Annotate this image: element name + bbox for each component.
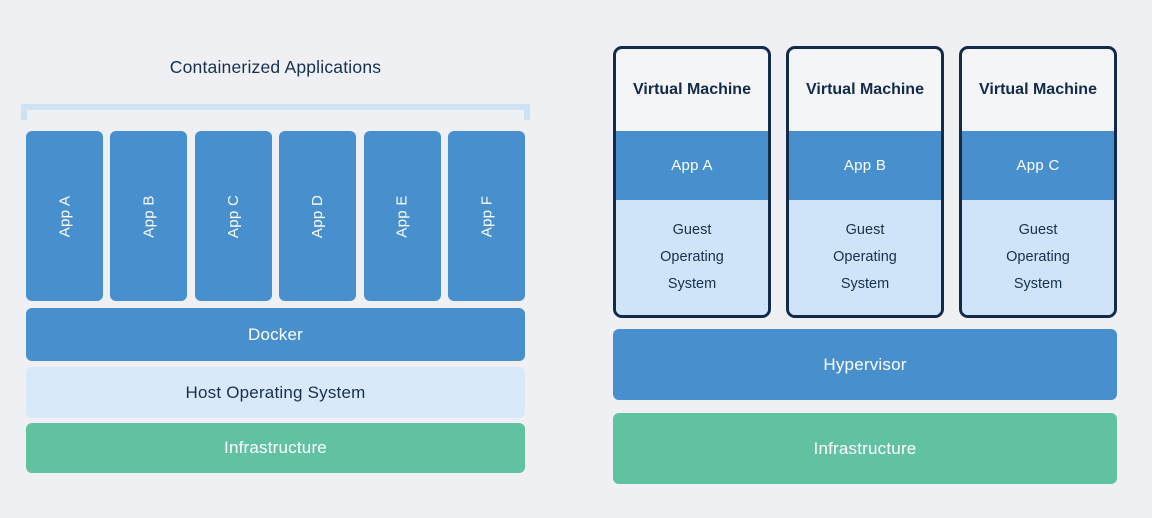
container-app-label: App F [477, 195, 495, 237]
container-app-d: App D [279, 131, 357, 301]
containers-section: Containerized Applications App A App B A… [21, 0, 530, 518]
vm-box-2: Virtual Machine App B Guest Operating Sy… [786, 46, 944, 318]
container-app-label: App C [224, 194, 242, 238]
container-app-e: App E [363, 131, 441, 301]
virtual-machines-section: Virtual Machine App A Guest Operating Sy… [613, 0, 1117, 518]
vm-box-3: Virtual Machine App C Guest Operating Sy… [959, 46, 1117, 318]
vm-box-1: Virtual Machine App A Guest Operating Sy… [613, 46, 771, 318]
host-os-layer: Host Operating System [26, 367, 525, 418]
container-app-label: App E [393, 194, 411, 238]
container-app-label: App D [309, 194, 327, 238]
docker-layer: Docker [26, 308, 525, 361]
vm-row: Virtual Machine App A Guest Operating Sy… [613, 46, 1117, 318]
vm-app-layer: App A [616, 131, 768, 200]
container-app-f: App F [447, 131, 525, 301]
container-app-label: App A [55, 195, 73, 237]
vm-title: Virtual Machine [979, 81, 1097, 98]
container-group-bracket [21, 104, 530, 120]
container-app-c: App C [194, 131, 272, 301]
container-app-a: App A [26, 131, 103, 301]
vm-title: Virtual Machine [806, 81, 924, 98]
vm-guest-os-layer: Guest Operating System [616, 200, 768, 315]
vm-guest-os-layer: Guest Operating System [789, 200, 941, 315]
container-app-b: App B [110, 131, 188, 301]
vm-title: Virtual Machine [633, 81, 751, 98]
container-app-row: App A App B App C App D App E App F [26, 131, 525, 301]
infrastructure-layer-left: Infrastructure [26, 423, 525, 473]
vm-app-layer: App C [962, 131, 1114, 200]
container-app-label: App B [140, 194, 158, 238]
hypervisor-layer: Hypervisor [613, 329, 1117, 400]
vm-guest-os-layer: Guest Operating System [962, 200, 1114, 315]
infrastructure-layer-right: Infrastructure [613, 413, 1117, 484]
vm-app-layer: App B [789, 131, 941, 200]
containers-section-title: Containerized Applications [169, 57, 382, 77]
